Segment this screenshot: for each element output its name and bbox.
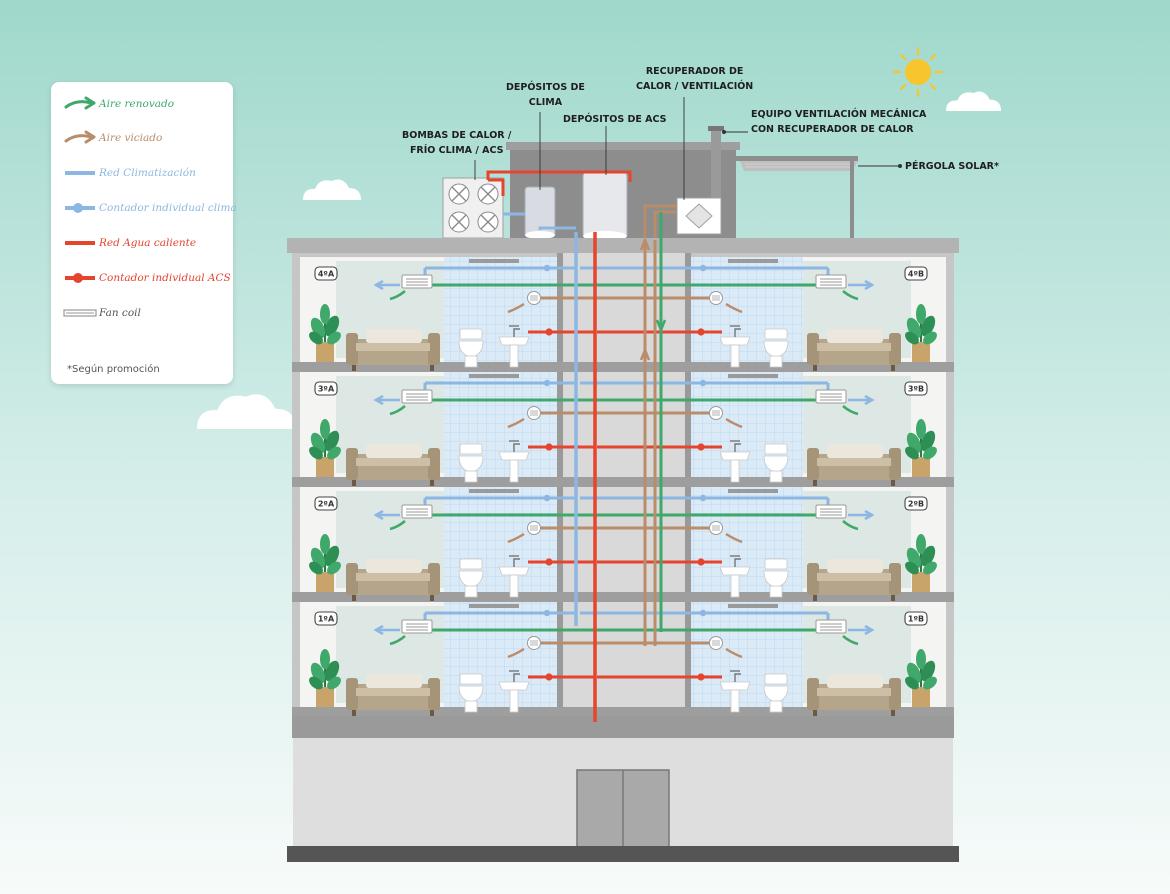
acs-meter-icon [545,558,553,566]
climate-meter-icon [699,379,707,387]
fan-coil-icon [815,389,847,404]
apartment-badge: 1ºB [904,611,928,626]
line-icon [65,241,95,245]
label-heat-pumps: BOMBAS DE CALOR /FRÍO CLIMA / ACS [402,130,512,156]
fan-coil-icon [401,504,433,519]
apartment-badge: 3ºA [314,381,338,396]
apartment-label: 1ºA [318,615,335,624]
acs-meter-icon [697,443,705,451]
climate-meter-icon [543,264,551,272]
fan-coil-icon [815,504,847,519]
legend-item: Red Agua caliente [63,233,233,253]
apartment-badge: 1ºA [314,611,338,626]
floor: 3ºA 3ºB [292,372,954,487]
apartment-badge: 4ºA [314,266,338,281]
floor: 4ºA 4ºB [292,257,954,372]
acs-meter-icon [697,558,705,566]
legend-item: Red Climatización [63,163,233,183]
apartment-badge: 2ºB [904,496,928,511]
apartment-label: 2ºB [908,500,924,509]
acs-meter-icon [545,443,553,451]
label-acs-tanks: DEPÓSITOS DE ACS [563,114,667,125]
sun-icon [892,46,944,98]
legend-item: Fan coil [63,303,233,323]
acs-meter-icon [545,673,553,681]
extract-vent-icon [527,521,541,535]
heat-recovery-unit-icon [676,197,722,235]
extract-vent-icon [709,521,723,535]
fan-coil-icon [401,619,433,634]
heat-pump-icon [442,177,504,239]
legend-item: Contador individual ACS [63,268,233,288]
apartment-label: 3ºB [908,385,924,394]
fan-coil-icon [401,274,433,289]
acs-meter-icon [697,328,705,336]
cloud-icon [197,394,296,429]
legend-item-label: Contador individual clima [99,202,237,214]
floor: 1ºA 1ºB [292,602,954,717]
extract-vent-icon [527,406,541,420]
legend-item-label: Aire viciado [99,132,163,144]
meter-icon [65,273,95,283]
legend-item-label: Aire renovado [99,98,175,110]
fan-coil-icon [815,619,847,634]
climate-meter-icon [699,494,707,502]
climate-tank-icon [524,186,556,239]
legend-item-label: Fan coil [99,307,141,319]
ventilation-chimney [711,128,721,204]
acs-meter-icon [545,328,553,336]
apartment-label: 4ºA [318,270,335,279]
fancoil-icon [63,309,97,317]
roof-slab [287,238,959,253]
climate-meter-icon [543,609,551,617]
meter-icon [65,203,95,213]
legend-note: *Según promoción [67,364,160,375]
line-icon [65,171,95,175]
climate-meter-icon [699,609,707,617]
legend-item: Aire renovado [63,94,233,114]
legend-item-label: Red Agua caliente [99,237,197,249]
climate-meter-icon [543,494,551,502]
legend-item-label: Contador individual ACS [99,272,231,284]
climate-meter-icon [699,264,707,272]
label-solar-pergola: PÉRGOLA SOLAR* [905,161,999,172]
floor: 2ºA 2ºB [292,487,954,602]
legend-item: Contador individual clima [63,198,237,218]
solar-pergola [736,156,858,161]
acs-tank-icon [582,171,628,241]
extract-vent-icon [527,291,541,305]
apartment-label: 3ºA [318,385,335,394]
extract-vent-icon [527,636,541,650]
fan-coil-icon [401,389,433,404]
extract-vent-icon [709,291,723,305]
legend-item: Aire viciado [63,128,233,148]
fan-coil-icon [815,274,847,289]
ground-slab [292,716,954,738]
legend-item-label: Red Climatización [99,167,196,179]
extract-vent-icon [709,636,723,650]
acs-meter-icon [697,673,705,681]
climate-meter-icon [543,379,551,387]
ground-base [287,846,959,862]
apartment-label: 1ºB [908,615,924,624]
extract-vent-icon [709,406,723,420]
apartment-badge: 4ºB [904,266,928,281]
apartment-badge: 3ºB [904,381,928,396]
apartment-badge: 2ºA [314,496,338,511]
arrow-icon [64,96,96,110]
apartment-label: 2ºA [318,500,335,509]
entrance-door[interactable] [576,769,670,849]
apartment-label: 4ºB [908,270,924,279]
arrow-icon [64,130,96,144]
